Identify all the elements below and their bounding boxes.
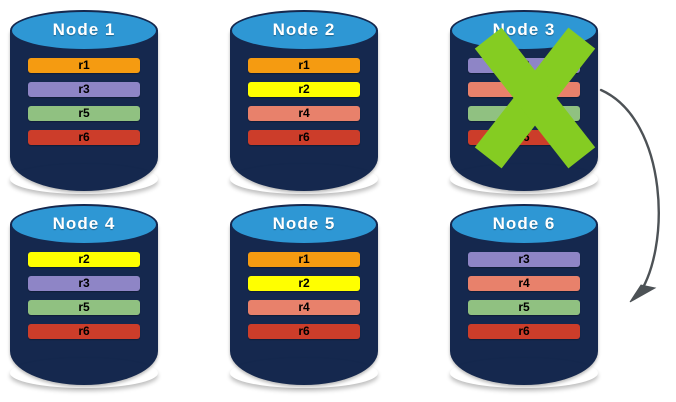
replica-bar[interactable]: r5 [28, 300, 140, 315]
replica-stack: r2 r3 r5 r6 [10, 252, 158, 339]
replica-stack: r1 r3 r5 r6 [10, 58, 158, 145]
replica-bar[interactable]: r3 [468, 252, 580, 267]
node-cylinder-2[interactable]: Node 2 r1 r2 r4 r6 [230, 10, 378, 191]
node-title: Node 3 [492, 20, 556, 39]
replica-bar[interactable]: r4 [248, 106, 360, 121]
curved-arrow-icon [599, 88, 660, 299]
node-cylinder-3[interactable]: Node 3 r3 r4 r5 r6 [450, 10, 598, 191]
node-cylinder-4[interactable]: Node 4 r2 r3 r5 r6 [10, 204, 158, 385]
replica-stack: r3 r4 r5 r6 [450, 58, 598, 145]
replica-bar[interactable]: r4 [248, 300, 360, 315]
cylinder-top-ellipse [230, 10, 378, 51]
node-title: Node 4 [52, 214, 116, 233]
replica-bar[interactable]: r1 [248, 58, 360, 73]
cylinder-top-ellipse [230, 204, 378, 245]
replica-bar[interactable]: r6 [468, 324, 580, 339]
node-cylinder-1[interactable]: Node 1 r1 r3 r5 r6 [10, 10, 158, 191]
replica-bar[interactable]: r4 [468, 276, 580, 291]
replica-bar[interactable]: r6 [248, 130, 360, 145]
replica-bar[interactable]: r6 [468, 130, 580, 145]
replica-stack: r1 r2 r4 r6 [230, 252, 378, 339]
replica-bar[interactable]: r6 [28, 130, 140, 145]
replica-bar[interactable]: r2 [28, 252, 140, 267]
replica-bar[interactable]: r3 [468, 58, 580, 73]
node-cylinder-5[interactable]: Node 5 r1 r2 r4 r6 [230, 204, 378, 385]
replica-bar[interactable]: r1 [28, 58, 140, 73]
replica-bar[interactable]: r5 [28, 106, 140, 121]
node-title: Node 5 [272, 214, 336, 233]
replica-bar[interactable]: r2 [248, 276, 360, 291]
node-title: Node 1 [52, 20, 116, 39]
replica-bar[interactable]: r5 [468, 106, 580, 121]
curved-arrow-head-icon [629, 284, 657, 303]
node-cylinder-6[interactable]: Node 6 r3 r4 r5 r6 [450, 204, 598, 385]
replica-bar[interactable]: r6 [28, 324, 140, 339]
node-title: Node 6 [492, 214, 556, 233]
replica-bar[interactable]: r6 [248, 324, 360, 339]
replica-bar[interactable]: r3 [28, 276, 140, 291]
replica-bar[interactable]: r4 [468, 82, 580, 97]
cylinder-top-ellipse [10, 204, 158, 245]
replica-bar[interactable]: r2 [248, 82, 360, 97]
replica-stack: r1 r2 r4 r6 [230, 58, 378, 145]
node-title: Node 2 [272, 20, 336, 39]
replica-bar[interactable]: r1 [248, 252, 360, 267]
replica-bar[interactable]: r3 [28, 82, 140, 97]
cylinder-top-ellipse [10, 10, 158, 51]
cylinder-top-ellipse [450, 204, 598, 245]
replica-bar[interactable]: r5 [468, 300, 580, 315]
replica-stack: r3 r4 r5 r6 [450, 252, 598, 339]
